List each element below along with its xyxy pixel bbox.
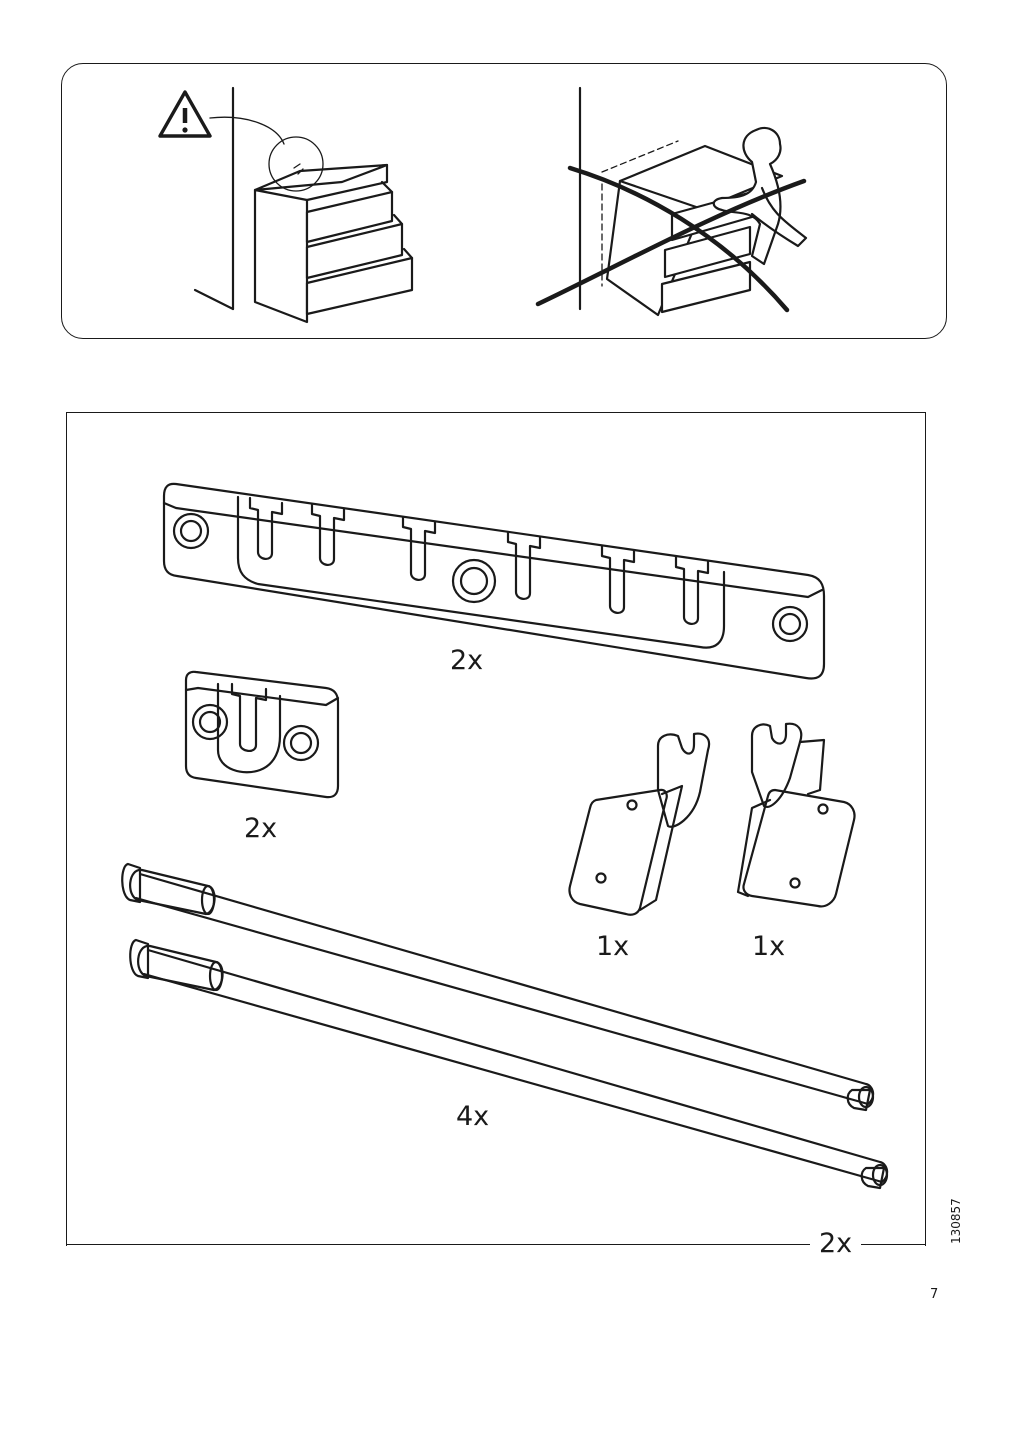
safety-illustrations: [158, 86, 808, 324]
page-number: 7: [930, 1287, 939, 1302]
document-code: 130857: [949, 1198, 963, 1244]
parts-panel: [66, 412, 926, 1246]
small-bracket-quantity: 2x: [244, 813, 278, 844]
panel-bottom-border: [861, 1244, 926, 1245]
left-support-illustration: [568, 732, 711, 916]
right-support-quantity: 1x: [752, 931, 786, 962]
dresser-anchored-illustration: [193, 86, 414, 324]
small-bracket-illustration: [184, 670, 340, 799]
tip-over-prohibited-illustration: [535, 86, 808, 317]
rod-illustration: [129, 938, 889, 1190]
panel-bottom-border: [66, 1244, 810, 1245]
left-support-quantity: 1x: [596, 931, 630, 962]
right-support-illustration: [736, 722, 856, 908]
rods-quantity: 4x: [456, 1101, 490, 1132]
wall-rail-quantity: 2x: [450, 645, 484, 676]
rod-illustration: [121, 862, 875, 1112]
wall-rail-illustration: [162, 482, 826, 680]
warning-triangle-icon: [158, 90, 285, 145]
set-quantity: 2x: [819, 1228, 853, 1259]
safety-warning-panel: [61, 63, 947, 339]
